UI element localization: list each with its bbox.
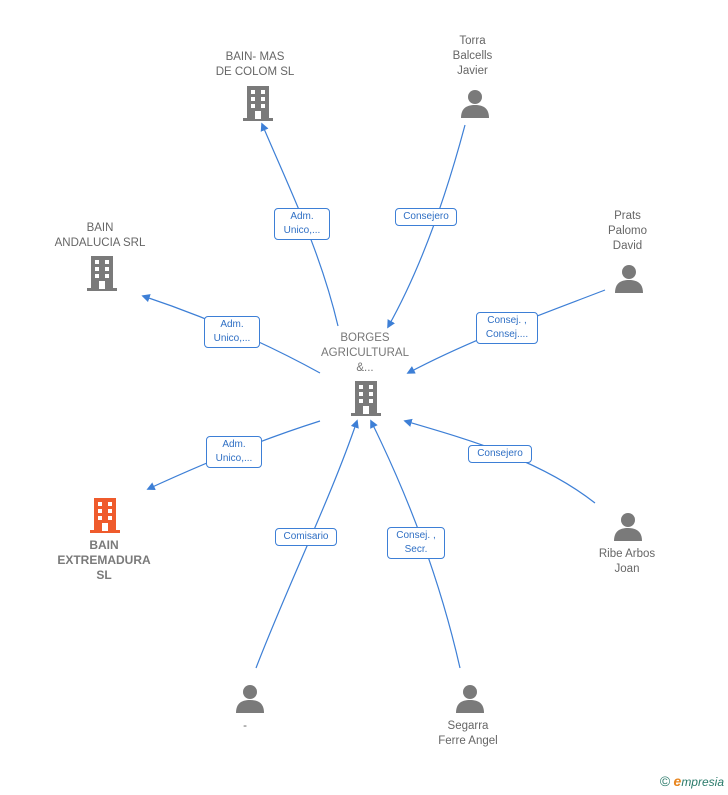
person-icon[interactable] xyxy=(235,683,265,718)
building-icon[interactable] xyxy=(89,498,121,539)
bain-extremadura-label: BAIN EXTREMADURA SL xyxy=(57,538,151,582)
edge-label-bain-andalucia[interactable]: Adm. Unico,... xyxy=(204,316,260,348)
copyright-symbol: © xyxy=(659,773,671,789)
center-company-label: BORGES AGRICULTURAL &... xyxy=(321,332,409,374)
building-icon[interactable] xyxy=(350,381,382,422)
bain-mas-label: BAIN- MAS DE COLOM SL xyxy=(215,51,295,78)
edge-label-segarra[interactable]: Consej. , Secr. xyxy=(387,527,445,559)
torra-label: Torra Balcells Javier xyxy=(452,35,493,77)
edge-label-dash[interactable]: Comisario xyxy=(275,528,337,546)
edge-torra xyxy=(387,124,466,329)
person-icon[interactable] xyxy=(460,88,490,123)
edge-label-torra[interactable]: Consejero xyxy=(395,208,457,226)
brand-watermark: © empresia xyxy=(660,773,724,789)
bain-andalucia-label: BAIN ANDALUCIA SRL xyxy=(54,222,146,249)
segarra-label: Segarra Ferre Angel xyxy=(438,720,498,747)
ribe-label: Ribe Arbos Joan xyxy=(598,548,656,575)
edge-label-ribe[interactable]: Consejero xyxy=(468,445,532,463)
person-icon[interactable] xyxy=(455,683,485,718)
edge-label-bain-extremadura[interactable]: Adm. Unico,... xyxy=(206,436,262,468)
prats-label: Prats Palomo David xyxy=(608,210,647,252)
brand-logo-text: mpresia xyxy=(681,775,724,789)
person-icon[interactable] xyxy=(613,511,643,546)
dash-label: - xyxy=(243,720,247,732)
edge-label-prats[interactable]: Consej. , Consej.... xyxy=(476,312,538,344)
edge-label-bain-mas[interactable]: Adm. Unico,... xyxy=(274,208,330,240)
building-icon[interactable] xyxy=(242,86,274,127)
building-icon[interactable] xyxy=(86,256,118,297)
brand-logo-e: e xyxy=(673,773,682,789)
person-icon[interactable] xyxy=(614,263,644,298)
